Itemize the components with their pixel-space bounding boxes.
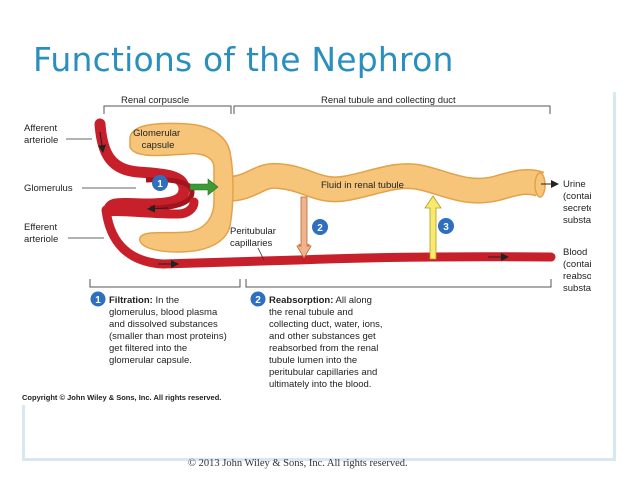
urine-label: Urine (contains secreted substances): [563, 179, 591, 226]
secretion-arrow: [424, 195, 442, 260]
reabsorption-arrow-shape: [296, 196, 312, 259]
marker-2-circle: [312, 219, 328, 235]
filtration-arrow: [189, 178, 219, 196]
fluid-label: Fluid in renal tubule: [321, 180, 404, 191]
renal-tubule-bracket: [233, 105, 551, 114]
reabsorption-caption: Reabsorption: All along the renal tubule…: [269, 295, 385, 390]
renal-corpuscle-bracket: [103, 105, 232, 114]
nephron-diagram: Renal corpuscle Renal tubule and collect…: [22, 95, 614, 402]
efferent-flow-arrow: [147, 204, 169, 213]
reabsorption-number: 2: [255, 295, 261, 306]
filtration-number-circle: [90, 291, 106, 307]
peritubular-label: Peritubular capillaries: [230, 226, 279, 249]
peritubular-leader: [257, 247, 265, 261]
marker-1-circle: [152, 175, 168, 191]
filtration-caption: Filtration: In the glomerulus, blood pla…: [109, 295, 229, 366]
reabsorption-bracket: [245, 279, 552, 288]
blood-label: Blood (contains reabsorbed substances): [563, 247, 591, 294]
marker-3: 3: [443, 222, 449, 233]
slide-frame-right: [613, 92, 616, 460]
afferent-flow-arrow: [98, 131, 106, 153]
slide-footer: © 2013 John Wiley & Sons, Inc. All right…: [188, 458, 408, 469]
renal-tubule-fill: [225, 164, 544, 203]
figure-copyright: Copyright © John Wiley & Sons, Inc. All …: [22, 393, 221, 402]
reabsorption-number-circle: [250, 291, 266, 307]
glomerulus-loop: [145, 177, 195, 211]
slide-frame-bottom: [22, 458, 616, 461]
renal-corpuscle-label: Renal corpuscle: [121, 95, 189, 106]
marker-1: 1: [157, 179, 163, 190]
marker-2: 2: [317, 223, 323, 234]
marker-3-circle: [438, 218, 454, 234]
blood-vessel: [101, 205, 556, 269]
efferent-label: Efferent arteriole: [24, 222, 60, 245]
glomerular-capsule-label: Glomerular capsule: [133, 128, 183, 151]
glomerulus-label: Glomerulus: [24, 183, 73, 194]
filtration-bracket: [89, 279, 241, 288]
efferent-arteriole: [103, 197, 199, 219]
renal-tubule-label: Renal tubule and collecting duct: [321, 95, 456, 106]
nephron-figure: Renal corpuscle Renal tubule and collect…: [18, 92, 614, 405]
slide-title: Functions of the Nephron: [33, 40, 454, 79]
tubule-opening: [534, 172, 546, 198]
glomerular-capsule: [129, 122, 234, 253]
afferent-arteriole: [94, 118, 190, 218]
filtration-number: 1: [95, 295, 101, 306]
afferent-label: Afferent arteriole: [24, 123, 60, 146]
